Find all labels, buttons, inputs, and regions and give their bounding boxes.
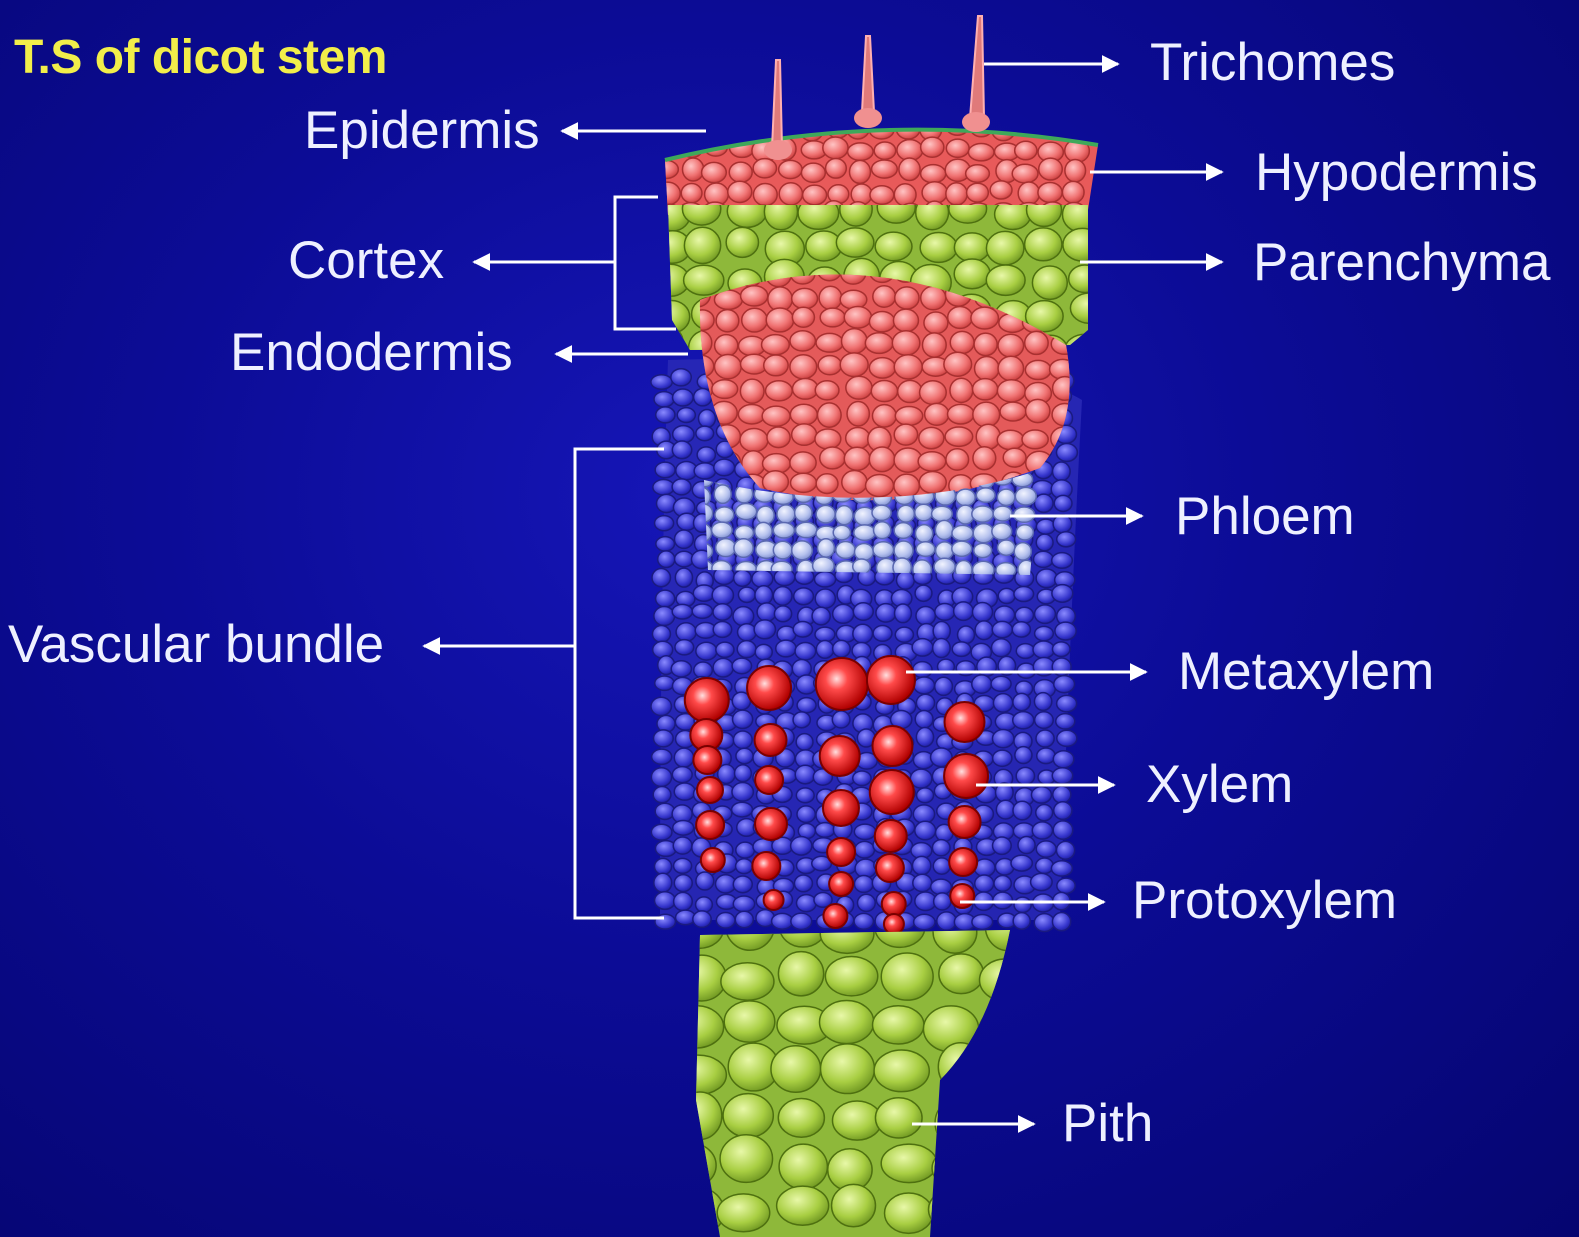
label-metaxylem: Metaxylem xyxy=(1178,645,1434,698)
label-phloem: Phloem xyxy=(1175,490,1355,543)
label-trichomes: Trichomes xyxy=(1150,36,1395,89)
label-protoxylem: Protoxylem xyxy=(1132,874,1397,927)
label-pith: Pith xyxy=(1062,1097,1153,1150)
label-vascular-bundle: Vascular bundle xyxy=(8,618,384,671)
label-parenchyma: Parenchyma xyxy=(1253,236,1551,289)
label-cortex: Cortex xyxy=(288,234,444,287)
label-epidermis: Epidermis xyxy=(304,104,540,157)
label-hypodermis: Hypodermis xyxy=(1255,146,1538,199)
label-xylem: Xylem xyxy=(1146,758,1293,811)
label-endodermis: Endodermis xyxy=(230,326,513,379)
